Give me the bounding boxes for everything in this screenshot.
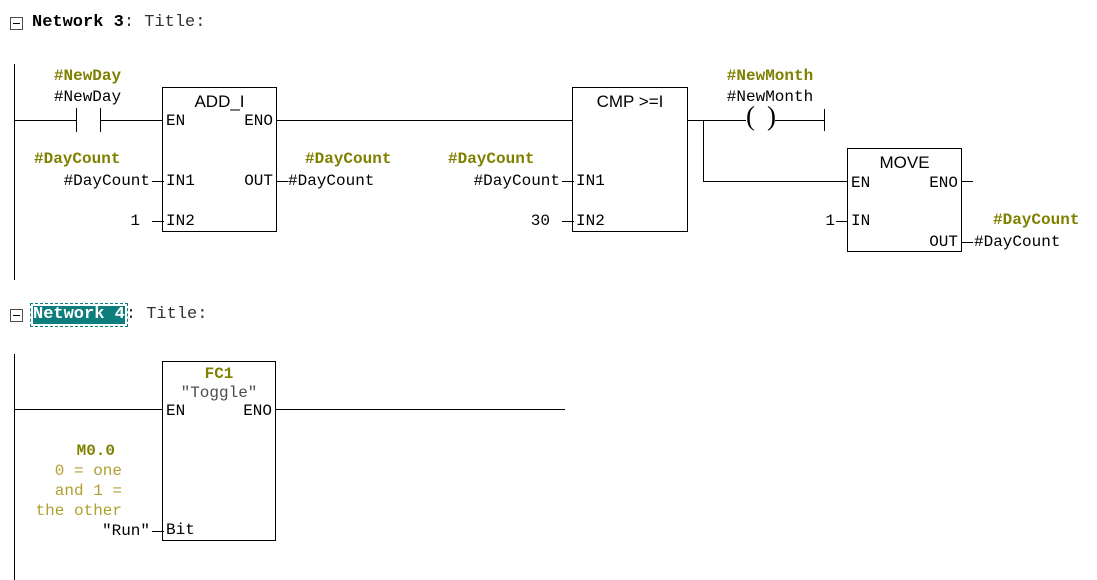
coil-end-rail	[824, 109, 825, 131]
power-rail-network-3	[14, 64, 15, 280]
move-pin-en: EN	[851, 174, 871, 192]
move-out-address[interactable]: #DayCount	[974, 233, 1061, 251]
add-i-in1-address[interactable]: #DayCount	[63, 172, 150, 190]
minus-box-icon[interactable]	[10, 308, 23, 322]
add-i-in1-wire	[152, 181, 164, 182]
fc1-eno-wire	[275, 409, 565, 410]
move-out-wire	[961, 242, 973, 243]
add-i-in2-wire	[152, 221, 164, 222]
fc1-pin-bit: Bit	[166, 521, 195, 539]
move-in-wire	[836, 221, 848, 222]
network-4-name[interactable]: Network 4	[30, 303, 128, 327]
cmp-in1-wire	[562, 181, 574, 182]
coil-newmonth[interactable]: ( )	[746, 103, 776, 134]
minus-box-icon[interactable]	[10, 16, 23, 30]
move-pin-eno: ENO	[929, 174, 958, 192]
cmp-block[interactable]: CMP >=I IN1 IN2	[572, 87, 688, 232]
add-i-pin-en: EN	[166, 112, 186, 130]
move-pin-in: IN	[851, 212, 871, 230]
move-eno-wire	[961, 181, 973, 182]
fc1-bit-wire	[152, 531, 164, 532]
fc1-bit-comment-line-3: the other	[35, 502, 122, 520]
add-i-pin-eno: ENO	[244, 112, 273, 130]
network-3-header[interactable]: Network 3 : Title:	[10, 13, 205, 33]
move-in-value[interactable]: 1	[825, 212, 835, 230]
cmp-pin-in2: IN2	[576, 212, 605, 230]
fc1-bit-symbol: M0.0	[76, 442, 115, 460]
contact-newday-symbol: #NewDay	[53, 67, 122, 85]
rung-wire-rail-to-fc1-en	[14, 409, 164, 410]
fc1-bit-comment-line-2: and 1 =	[54, 482, 122, 500]
coil-newmonth-address: #NewMonth	[726, 88, 814, 106]
add-i-block-title: ADD_I	[194, 92, 245, 111]
network-3-name[interactable]: Network 3	[32, 13, 124, 32]
move-block-title: MOVE	[879, 153, 930, 172]
move-out-symbol: #DayCount	[993, 211, 1080, 229]
move-block[interactable]: MOVE EN ENO IN OUT	[847, 148, 962, 252]
add-i-pin-out: OUT	[244, 172, 273, 190]
fc1-bit-address[interactable]: "Run"	[101, 522, 150, 540]
cmp-block-title: CMP >=I	[596, 92, 664, 111]
move-pin-out: OUT	[929, 233, 958, 251]
rung-wire-branch-to-move-en	[703, 181, 848, 182]
coil-paren-left: (	[746, 101, 755, 131]
add-i-in2-value[interactable]: 1	[130, 212, 140, 230]
add-i-out-address[interactable]: #DayCount	[288, 172, 375, 190]
add-i-pin-in2: IN2	[166, 212, 195, 230]
rung-wire-coil-to-end-rail	[775, 120, 825, 121]
cmp-in2-wire	[562, 221, 574, 222]
power-rail-network-4	[14, 354, 15, 580]
fc1-block[interactable]: FC1 "Toggle" EN ENO Bit	[162, 361, 276, 541]
rung-wire-contact-to-add-en	[101, 120, 163, 121]
network-4-title: : Title:	[125, 305, 208, 324]
add-i-pin-in1: IN1	[166, 172, 195, 190]
fc1-pin-eno: ENO	[243, 402, 272, 420]
cmp-in2-value[interactable]: 30	[530, 212, 550, 230]
cmp-in1-symbol: #DayCount	[448, 150, 535, 168]
rung-wire-cmp-to-branch	[687, 120, 704, 121]
rung-wire-add-eno-to-cmp	[276, 120, 573, 121]
network-4-header[interactable]: Network 4 : Title:	[10, 303, 208, 327]
contact-newday[interactable]	[76, 108, 102, 132]
rung-wire-rail-to-contact	[14, 120, 76, 121]
fc1-block-subtitle: "Toggle"	[180, 384, 258, 402]
coil-newmonth-symbol: #NewMonth	[726, 67, 814, 85]
fc1-pin-en: EN	[166, 402, 186, 420]
rung-wire-branch-to-coil	[703, 120, 746, 121]
add-i-out-wire	[276, 181, 288, 182]
network-3-title: : Title:	[123, 13, 206, 32]
fc1-block-title: FC1	[204, 365, 234, 383]
cmp-in1-address[interactable]: #DayCount	[473, 172, 560, 190]
add-i-out-symbol: #DayCount	[305, 150, 392, 168]
contact-newday-address: #NewDay	[53, 88, 122, 106]
coil-paren-right: )	[767, 101, 776, 131]
add-i-in1-symbol: #DayCount	[34, 150, 121, 168]
cmp-pin-in1: IN1	[576, 172, 605, 190]
branch-vertical-after-cmp	[703, 120, 704, 182]
add-i-block[interactable]: ADD_I EN ENO IN1 OUT IN2	[162, 87, 277, 232]
fc1-bit-comment-line-1: 0 = one	[54, 462, 122, 480]
